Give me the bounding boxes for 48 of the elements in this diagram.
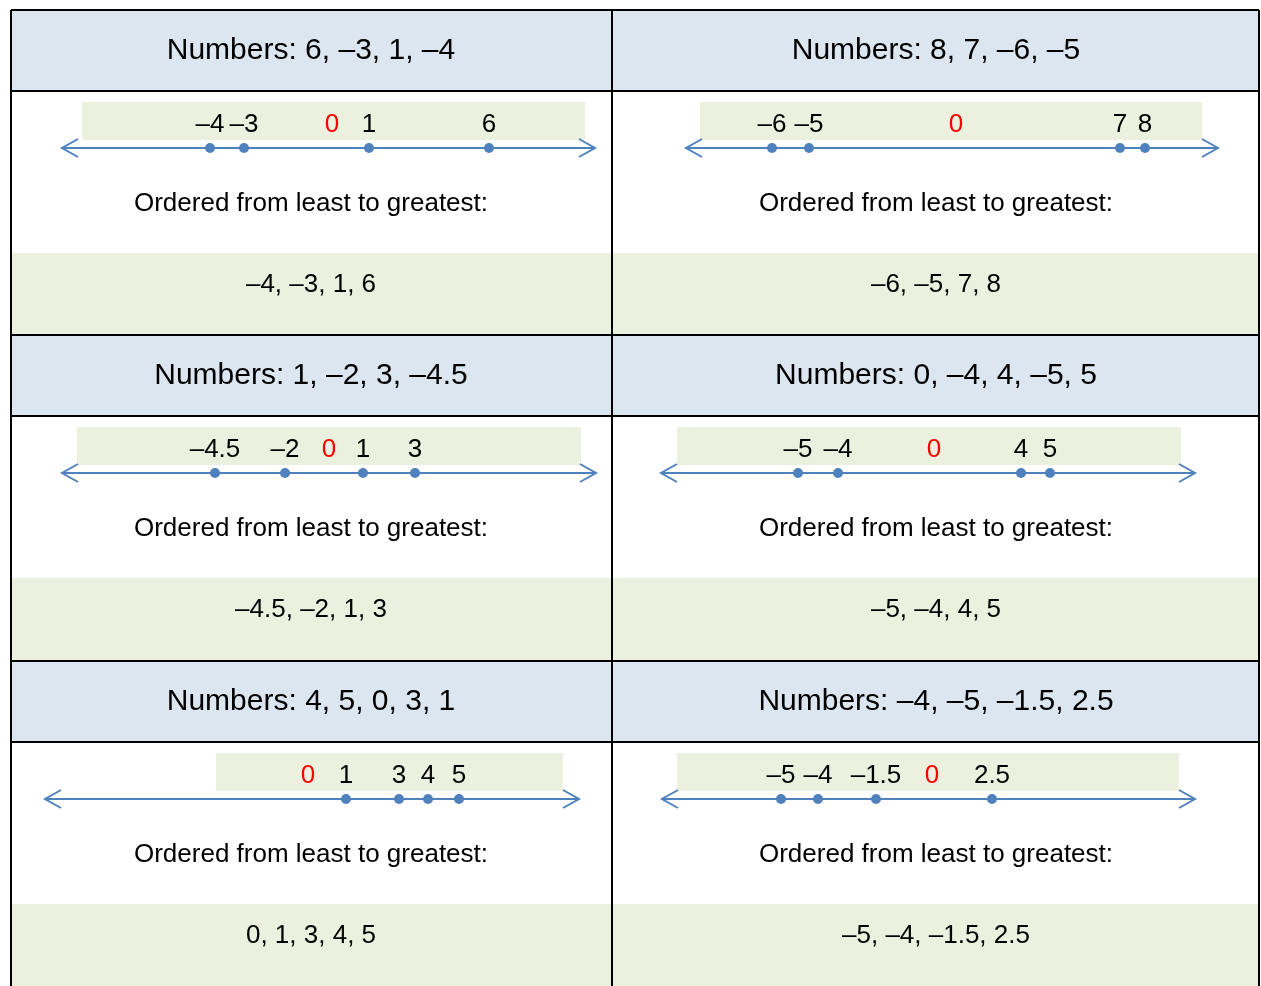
tick-label: 4	[420, 758, 436, 790]
tick-label: –5	[783, 432, 813, 464]
table-header: Numbers: 0, –4, 4, –5, 5	[775, 357, 1097, 391]
instruction-text: Ordered from least to greatest:	[134, 837, 488, 869]
tick-label: 1	[361, 107, 377, 139]
tick-label: 1	[338, 758, 354, 790]
instruction-text: Ordered from least to greatest:	[134, 186, 488, 218]
answer-text: –4, –3, 1, 6	[245, 267, 377, 299]
instruction-text: Ordered from least to greatest:	[759, 511, 1113, 543]
answer-text: –5, –4, –1.5, 2.5	[842, 918, 1030, 950]
zero-label: 0	[924, 758, 940, 790]
tick-label: –4	[803, 758, 833, 790]
tick-label: 3	[391, 758, 407, 790]
table-header: Numbers: –4, –5, –1.5, 2.5	[758, 683, 1114, 717]
zero-label: 0	[300, 758, 316, 790]
tick-label: –4	[195, 107, 225, 139]
instruction-text: Ordered from least to greatest:	[759, 837, 1113, 869]
tick-label: 5	[451, 758, 467, 790]
tick-label: 1	[355, 432, 371, 464]
tick-label: –5	[766, 758, 796, 790]
tick-label: 8	[1137, 107, 1153, 139]
tick-label: 3	[407, 432, 423, 464]
tick-label: –4	[823, 432, 853, 464]
zero-label: 0	[324, 107, 340, 139]
tick-label: –3	[229, 107, 259, 139]
zero-label: 0	[926, 432, 942, 464]
tick-label: 6	[481, 107, 497, 139]
tick-label: 7	[1112, 107, 1128, 139]
tick-label: –2	[270, 432, 300, 464]
tick-label: 4	[1013, 432, 1029, 464]
table-header: Numbers: 4, 5, 0, 3, 1	[166, 683, 456, 717]
table-header: Numbers: 1, –2, 3, –4.5	[154, 357, 468, 391]
tick-label: –6	[757, 107, 787, 139]
tick-label: –1.5	[850, 758, 902, 790]
tick-label: 2.5	[973, 758, 1011, 790]
tick-label: –4.5	[189, 432, 241, 464]
table-header: Numbers: 6, –3, 1, –4	[166, 32, 456, 66]
tick-label: 5	[1042, 432, 1058, 464]
answer-text: –5, –4, 4, 5	[870, 592, 1002, 624]
instruction-text: Ordered from least to greatest:	[759, 186, 1113, 218]
tick-label: –5	[794, 107, 824, 139]
zero-label: 0	[321, 432, 337, 464]
instruction-text: Ordered from least to greatest:	[134, 511, 488, 543]
table-header: Numbers: 8, 7, –6, –5	[791, 32, 1081, 66]
answer-text: –4.5, –2, 1, 3	[235, 592, 387, 624]
answer-text: –6, –5, 7, 8	[870, 267, 1002, 299]
answer-text: 0, 1, 3, 4, 5	[245, 918, 377, 950]
zero-label: 0	[948, 107, 964, 139]
